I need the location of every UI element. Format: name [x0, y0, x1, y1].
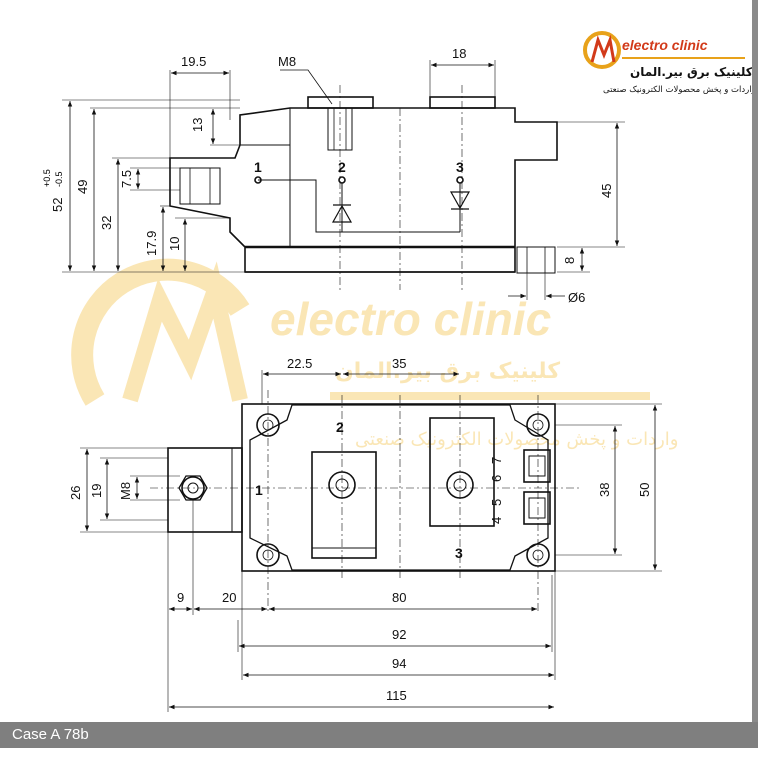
side-pin-1-label: 1 — [254, 159, 262, 175]
dim-92: 92 — [392, 627, 406, 642]
dim-26: 26 — [68, 486, 83, 500]
logo-m-icon — [590, 34, 616, 63]
dim-45: 45 — [599, 184, 614, 198]
brand-logo: electro clinic کلینیک برق بیر.المان وارد… — [583, 31, 756, 95]
watermark: electro clinic کلینیک برق بیر.المان وارد… — [71, 258, 678, 450]
watermark-arabic-title: کلینیک برق بیر.المان — [335, 359, 560, 384]
dim-52: 52 — [50, 198, 65, 212]
top-pin-4-label: 4 — [489, 517, 504, 524]
dim-94: 94 — [392, 656, 406, 671]
dim-19-5: 19.5 — [181, 54, 206, 69]
dim-115: 115 — [386, 688, 407, 703]
top-pin-6-label: 6 — [489, 475, 504, 482]
side-view — [62, 60, 625, 300]
pin-3-terminal — [456, 176, 464, 184]
dim-22-5: 22.5 — [287, 356, 312, 371]
dim-m8-top: M8 — [118, 482, 133, 500]
dim-diam-6: Ø6 — [568, 290, 585, 305]
logo-circle-icon — [583, 31, 621, 69]
watermark-brand: electro clinic — [270, 293, 551, 345]
dim-32: 32 — [99, 216, 114, 230]
top-pin-2-label: 2 — [336, 419, 344, 435]
side-pin-2-label: 2 — [338, 159, 346, 175]
top-view — [80, 370, 662, 712]
watermark-logo-m — [122, 261, 248, 403]
dim-7-5: 7.5 — [119, 170, 134, 188]
dim-49: 49 — [75, 180, 90, 194]
caption-bar: Case A 78b — [0, 722, 758, 748]
frame-right-border — [752, 0, 758, 748]
logo-arabic-subtitle: واردات و پخش محصولات الکترونیک صنعتی — [603, 85, 756, 95]
dim-52-tol-minus: -0.5 — [54, 171, 64, 187]
dim-13: 13 — [190, 118, 205, 132]
top-housing-outline — [249, 404, 549, 571]
terminal-2-pad — [311, 451, 377, 559]
watermark-arabic-subtitle: واردات و پخش محصولات الکترونیک صنعتی — [355, 429, 678, 450]
terminal-1-block — [167, 447, 243, 533]
aux-connector-6-7 — [523, 449, 551, 483]
dim-38: 38 — [597, 483, 612, 497]
diode-2-icon — [449, 191, 471, 210]
hex-nut-icon — [178, 475, 208, 501]
side-stud-3 — [429, 96, 496, 109]
pin-2-terminal — [338, 176, 346, 184]
dim-10: 10 — [167, 237, 182, 251]
dim-17-9: 17.9 — [144, 231, 159, 256]
dim-8: 8 — [562, 257, 577, 264]
top-pin-7-label: 7 — [489, 457, 504, 464]
terminal-3-pad — [429, 417, 495, 527]
top-pin-1-label: 1 — [255, 482, 263, 498]
dim-80: 80 — [392, 590, 406, 605]
diode-1-icon — [331, 204, 353, 223]
side-pin-3-label: 3 — [456, 159, 464, 175]
dim-50: 50 — [637, 483, 652, 497]
watermark-underline — [330, 392, 650, 400]
dim-9: 9 — [177, 590, 184, 605]
aux-connector-4-5 — [523, 491, 551, 525]
side-stud-2 — [307, 96, 374, 109]
dim-19: 19 — [89, 484, 104, 498]
logo-arabic-title: کلینیک برق بیر.المان — [630, 65, 753, 79]
top-pin-3-label: 3 — [455, 545, 463, 561]
dim-m8-side: M8 — [278, 54, 296, 69]
dim-35: 35 — [392, 356, 406, 371]
dim-18: 18 — [452, 46, 466, 61]
logo-brand: electro clinic — [622, 37, 708, 53]
top-pin-5-label: 5 — [489, 499, 504, 506]
dim-20: 20 — [222, 590, 236, 605]
side-body-outline — [169, 107, 558, 273]
dim-52-tol-plus: +0.5 — [42, 169, 52, 187]
case-caption: Case A 78b — [12, 726, 89, 743]
